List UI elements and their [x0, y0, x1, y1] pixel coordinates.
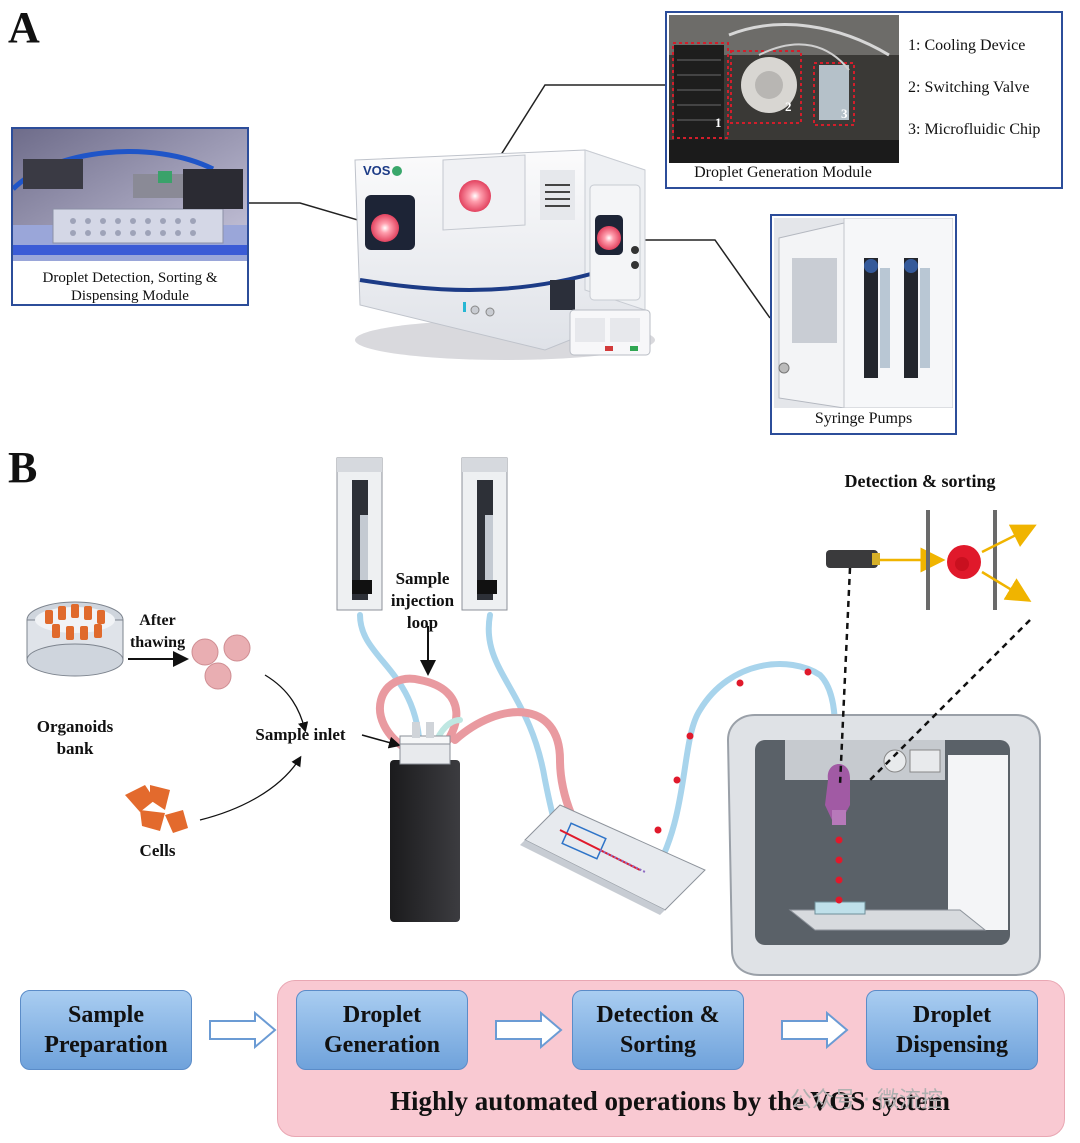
sample-inlet-label: Sample inlet	[255, 725, 346, 744]
watermark: 公众号 · 微流控	[790, 1088, 943, 1113]
sample-bottle	[390, 722, 460, 922]
generation-module-caption: Droplet Generation Module	[694, 164, 872, 181]
legend-microfluidic-chip: 3: Microfluidic Chip	[908, 121, 1041, 138]
detection-module-photo	[11, 129, 247, 261]
syringe-pumps-photo	[774, 218, 953, 408]
detection-sorting-title: Detection & sorting	[844, 471, 996, 491]
arrow-1-icon	[209, 1010, 277, 1050]
organoids-bank-label: Organoids bank	[36, 717, 114, 758]
arrow-2-icon	[495, 1010, 563, 1050]
panel-b-illustration	[26, 457, 1041, 976]
generation-module-box: 1 2 3 1: Cooling Device 2: Switching Val…	[665, 11, 1063, 189]
workflow-arrows	[209, 1010, 849, 1050]
device-brand-text: VOS	[363, 163, 391, 178]
detector-icon	[826, 550, 880, 568]
tube-droplets	[654, 668, 812, 834]
sample-injection-loop-label: Sample injection loop	[390, 569, 455, 632]
cells-icon	[125, 785, 188, 833]
legend-cooling-device: 1: Cooling Device	[908, 37, 1026, 54]
syringe-pumps-box: Syringe Pumps	[770, 214, 957, 435]
chip-number-2: 2	[785, 99, 792, 114]
chip-number-1: 1	[715, 115, 722, 130]
syringe-pumps-caption: Syringe Pumps	[814, 410, 913, 427]
organoid-bank-icon	[26, 601, 124, 677]
dispensed-droplets	[835, 836, 843, 904]
detection-module-caption: Droplet Detection, Sorting & Dispensing …	[42, 270, 218, 304]
syringe-pump-left	[336, 457, 383, 611]
cells-label: Cells	[139, 841, 176, 860]
syringe-pump-right	[461, 457, 508, 611]
automation-footer-text: Highly automated operations by the VOS s…	[390, 1086, 950, 1116]
organoid-cluster-icon	[191, 634, 251, 690]
microfluidic-chip	[520, 804, 706, 915]
arrow-3-icon	[781, 1010, 849, 1050]
panel-b-letter: B	[8, 443, 38, 492]
step-detection-sorting: Detection &Sorting	[572, 990, 744, 1070]
panel-a-letter: A	[8, 3, 40, 52]
dispensing-housing	[726, 714, 1041, 976]
generation-module-photo: 1 2 3	[669, 15, 899, 163]
after-thawing-label: After thawing	[129, 612, 186, 651]
chip-number-3: 3	[841, 106, 848, 121]
vos-device: VOS	[354, 149, 655, 360]
legend-switching-valve: 2: Switching Valve	[908, 79, 1030, 96]
detection-module-box: Droplet Detection, Sorting & Dispensing …	[11, 127, 249, 306]
